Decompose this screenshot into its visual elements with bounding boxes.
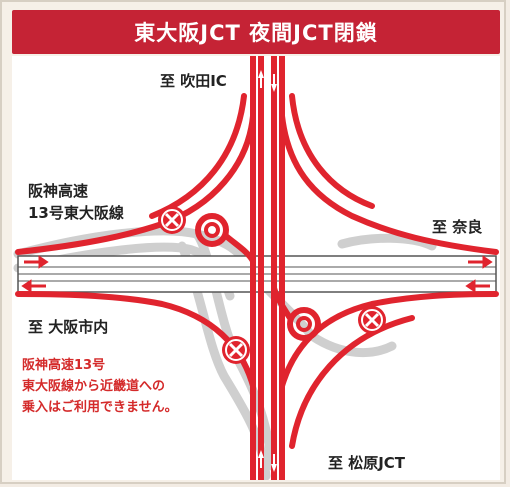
closure-note-line1: 阪神高速13号 — [22, 358, 106, 373]
route-label-line2: 13号東大阪線 — [28, 204, 124, 222]
title-bar: 東大阪JCT 夜間JCT閉鎖 — [12, 10, 500, 54]
destination-west: 至 大阪市内 — [28, 318, 109, 336]
east-west-road — [17, 255, 497, 293]
closure-x-icon — [222, 336, 250, 364]
closure-note-line3: 乗入はご利用できません。 — [22, 400, 178, 415]
closure-note-line2: 東大阪線から近畿道への — [22, 379, 166, 394]
destination-east: 至 奈良 — [432, 218, 483, 236]
direction-arrow-icon — [258, 70, 277, 472]
junction-diagram — [13, 56, 499, 480]
direction-arrow-icon — [21, 255, 493, 293]
closure-note: 阪神高速13号 東大阪線から近畿道への 乗入はご利用できません。 — [22, 355, 178, 418]
destination-north: 至 吹田IC — [160, 72, 227, 90]
closure-x-icon — [358, 306, 386, 334]
route-label-line1: 阪神高速 — [28, 182, 89, 200]
page-title: 東大阪JCT 夜間JCT閉鎖 — [134, 21, 378, 45]
closure-x-icon — [158, 206, 186, 234]
junction-map: 至 吹田IC 阪神高速 13号東大阪線 至 奈良 至 大阪市内 至 松原JCT — [12, 56, 500, 480]
destination-south: 至 松原JCT — [328, 454, 406, 472]
